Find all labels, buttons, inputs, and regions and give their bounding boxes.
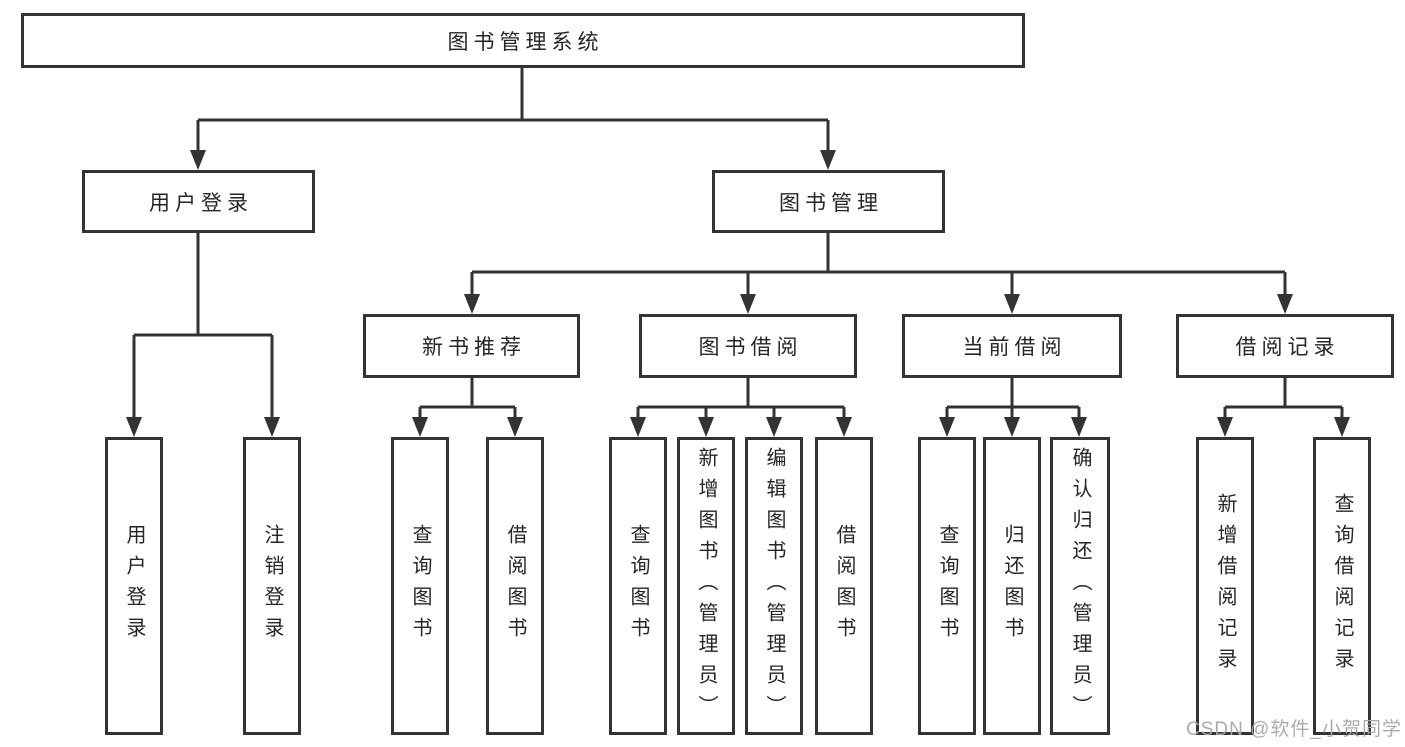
node-user-login: 用户登录 [82,170,315,233]
node-new-book-recommendation: 新书推荐 [363,314,580,378]
node-library-management-system: 图书管理系统 [21,13,1025,68]
node-book-management: 图书管理 [712,170,945,233]
leaf-return-books: 归还图书 [983,437,1041,735]
leaf-add-books-admin: 新增图书（管理员） [677,437,735,735]
leaf-borrow-books-recommend: 借阅图书 [486,437,544,735]
leaf-edit-books-admin: 编辑图书（管理员） [745,437,803,735]
arrowheads [126,150,1350,437]
csdn-watermark: CSDN @软件_小贺同学 [1186,719,1402,740]
leaf-add-borrow-record: 新增借阅记录 [1196,437,1254,735]
leaf-query-books-recommend: 查询图书 [391,437,449,735]
node-borrowing-records: 借阅记录 [1176,314,1394,378]
leaf-logout: 注销登录 [243,437,301,735]
leaf-borrow-books: 借阅图书 [815,437,873,735]
leaf-query-books-current: 查询图书 [918,437,976,735]
leaf-query-books-borrowing: 查询图书 [609,437,667,735]
leaf-confirm-return-admin: 确认归还（管理员） [1050,437,1110,735]
node-current-borrowing: 当前借阅 [902,314,1122,378]
node-book-borrowing: 图书借阅 [639,314,857,378]
leaf-query-borrow-record: 查询借阅记录 [1313,437,1371,735]
leaf-user-login: 用户登录 [105,437,163,735]
